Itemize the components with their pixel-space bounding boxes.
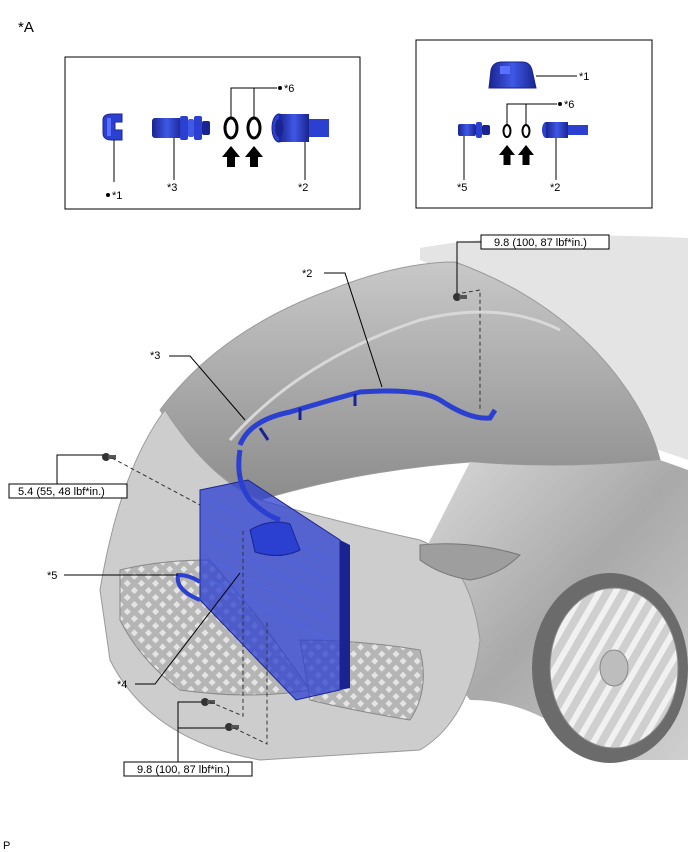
arrow-up-icon [245, 146, 263, 167]
torque-hood-label: 9.8 (100, 87 lbf*in.) [494, 237, 587, 249]
arrow-up-icon [518, 145, 534, 165]
torque-left-label: 5.4 (55, 48 lbf*in.) [18, 486, 105, 498]
dot-marker-icon [278, 86, 282, 90]
hose-end-icon [152, 116, 210, 140]
bolt-icon [225, 723, 239, 731]
callout-6: *6 [284, 83, 294, 95]
car-illustration [99, 235, 688, 763]
callout-1: *1 [112, 190, 122, 202]
front-wheel [532, 573, 688, 763]
pipe-end-icon [271, 113, 329, 143]
arrow-up-icon [499, 145, 515, 165]
dot-marker-icon [106, 193, 110, 197]
suction-pipe [237, 388, 498, 447]
callout-3: *3 [167, 182, 177, 194]
torque-hood: 9.8 (100, 87 lbf*in.) [456, 234, 610, 293]
cap-part-icon [488, 61, 537, 89]
clip-part-icon [102, 113, 123, 141]
torque-left: 5.4 (55, 48 lbf*in.) [8, 454, 128, 499]
callout-2-main: *2 [302, 268, 312, 280]
hose-end-small-icon [458, 122, 490, 138]
torque-bottom: 9.8 (100, 87 lbf*in.) [123, 701, 253, 777]
callout-2: *2 [298, 182, 308, 194]
figure-label: *A [18, 19, 34, 36]
callout-4-main: *4 [117, 679, 127, 691]
inset-left: *6 *1 *3 *2 [64, 56, 361, 210]
callout-1b: *1 [579, 71, 589, 83]
discharge-hose [236, 449, 281, 523]
footer-code: P [3, 840, 10, 852]
arrow-up-icon [222, 146, 240, 167]
dot-marker-icon [558, 102, 562, 106]
inset-right: *1 *6 *5 *2 [415, 39, 653, 209]
callout-6b: *6 [564, 99, 574, 111]
callout-2b: *2 [550, 182, 560, 194]
callout-5-main: *5 [47, 570, 57, 582]
bolt-icon [453, 293, 467, 301]
torque-bottom-label: 9.8 (100, 87 lbf*in.) [137, 764, 230, 776]
callout-5b: *5 [457, 182, 467, 194]
bolt-icon [102, 453, 116, 461]
pipe-end-small-icon [542, 122, 588, 138]
callout-3-main: *3 [150, 350, 160, 362]
